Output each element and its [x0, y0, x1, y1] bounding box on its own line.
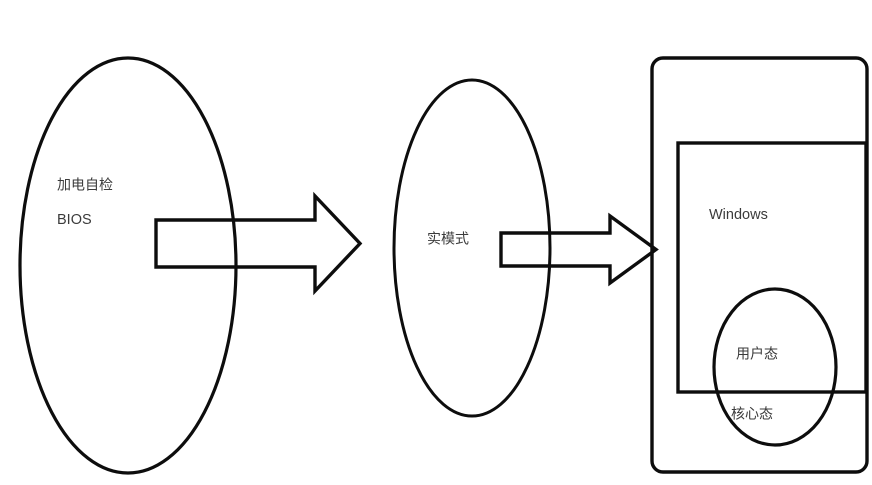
windows-label: Windows — [709, 207, 768, 223]
windows-inner-rectangle[interactable] — [676, 141, 868, 394]
arrow-real-mode-to-windows[interactable] — [499, 212, 659, 287]
right-block-arrow-icon[interactable] — [154, 191, 363, 296]
post-selftest-label: 加电自检 — [57, 177, 113, 193]
stage-real-mode[interactable]: 实模式 — [392, 78, 552, 418]
real-mode-label: 实模式 — [427, 231, 469, 247]
real-mode-ellipse[interactable] — [392, 78, 552, 418]
kernel-mode-label: 核心态 — [731, 406, 773, 422]
arrow-post-to-real-mode[interactable] — [154, 191, 363, 296]
stage-windows[interactable]: Windows 用户态 核心态 — [650, 56, 869, 474]
bios-label: BIOS — [57, 212, 92, 228]
user-mode-label: 用户态 — [736, 346, 778, 362]
right-block-arrow-icon[interactable] — [499, 212, 659, 287]
mode-overlay-ellipse[interactable] — [712, 287, 838, 447]
